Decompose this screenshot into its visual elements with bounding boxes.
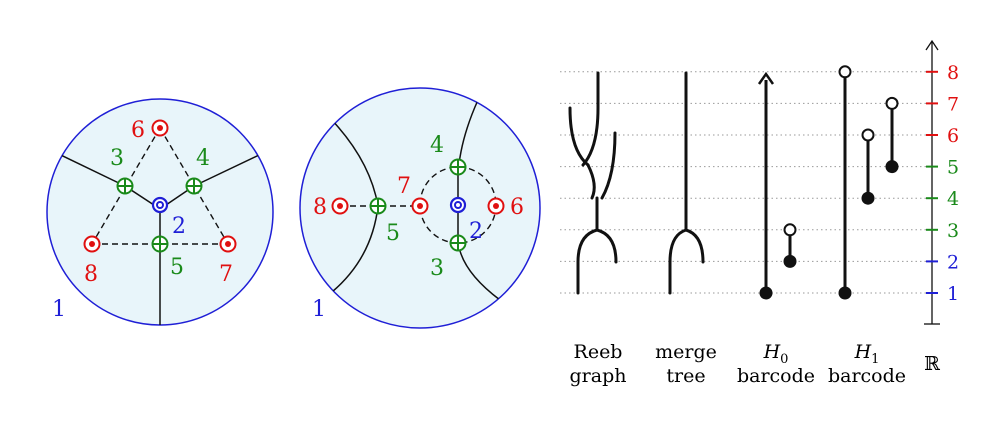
bullseye-icon <box>151 119 169 137</box>
disk-1-label-7: 7 <box>219 262 233 287</box>
axis-tick-label-7: 7 <box>947 93 959 115</box>
bullseye-icon <box>219 235 237 253</box>
infinite-arrow-icon <box>757 71 775 85</box>
disk-2-label-3: 3 <box>430 256 444 281</box>
disk-1-boundary-label: 1 <box>52 297 66 322</box>
disk-2-label-8: 8 <box>313 195 327 220</box>
caption-h1: H1 <box>854 341 880 367</box>
axis-tick-label-3: 3 <box>947 220 959 242</box>
caption-h0-2: barcode <box>737 365 815 387</box>
circled-plus-icon <box>449 234 467 252</box>
caption-h0-sub: 0 <box>780 352 788 367</box>
disk-1-label-5: 5 <box>170 255 184 280</box>
circled-plus-icon <box>116 177 134 195</box>
caption-h0-var: H <box>763 341 781 363</box>
captions: Reeb graph merge tree H0 barcode H1 barc… <box>570 341 941 387</box>
disk-2-label-7: 7 <box>397 174 411 199</box>
axis-r: 1 2 3 4 5 6 7 8 <box>924 39 959 325</box>
bullseye-icon <box>487 197 505 215</box>
disk-1-label-4: 4 <box>196 146 210 171</box>
disk-1-triangle <box>91 127 229 245</box>
caption-axis: ℝ <box>924 353 940 375</box>
disk-2-label-5: 5 <box>386 221 400 246</box>
axis-arrow-icon <box>925 39 939 51</box>
double-circle-icon <box>151 196 169 214</box>
caption-h0: H0 <box>763 341 789 367</box>
disk-2-label-4: 4 <box>430 133 444 158</box>
bullseye-icon <box>331 197 349 215</box>
disk-1-label-6: 6 <box>131 118 145 143</box>
h1-bar-3-death <box>885 96 899 110</box>
circled-plus-icon <box>185 177 203 195</box>
circled-plus-icon <box>449 158 467 176</box>
disk-2-boundary-label: 1 <box>312 297 326 322</box>
h1-bar-1 <box>838 65 852 300</box>
bullseye-icon <box>411 197 429 215</box>
disk-2: 1 2 3 4 5 6 <box>299 87 541 329</box>
caption-merge-2: tree <box>666 365 705 387</box>
h0-bar-2-birth <box>783 254 797 268</box>
h1-bar-3 <box>885 96 899 174</box>
h1-bar-2 <box>861 128 875 205</box>
caption-reeb-2: graph <box>570 365 627 387</box>
reeb-graph <box>568 71 618 295</box>
circled-plus-icon <box>151 235 169 253</box>
axis-tick-label-8: 8 <box>947 62 959 84</box>
axis-tick-label-2: 2 <box>947 251 959 273</box>
axis-tick-label-1: 1 <box>947 283 959 305</box>
axis-tick-label-4: 4 <box>947 188 959 210</box>
double-circle-icon <box>449 196 467 214</box>
h1-bar-2-birth <box>861 191 875 205</box>
caption-merge-1: merge <box>655 341 717 363</box>
h1-bar-2-death <box>861 128 875 142</box>
merge-tree <box>668 71 705 295</box>
h0-bar-1 <box>757 71 775 300</box>
caption-h1-sub: 1 <box>871 352 879 367</box>
circled-plus-icon <box>369 197 387 215</box>
h1-bar-1-birth <box>838 286 852 300</box>
disk-1: 1 2 3 4 5 6 <box>46 98 274 326</box>
disk-1-label-8: 8 <box>84 262 98 287</box>
h0-bar-2 <box>783 223 797 268</box>
disk-1-label-2: 2 <box>172 214 186 239</box>
h0-bar-2-death <box>783 223 797 237</box>
h1-bar-1-death <box>838 65 852 79</box>
axis-tick-label-5: 5 <box>947 157 959 179</box>
disk-2-label-6: 6 <box>510 195 524 220</box>
disk-2-label-2: 2 <box>469 219 483 244</box>
caption-h1-2: barcode <box>828 365 906 387</box>
h0-bar-1-birth <box>759 286 773 300</box>
axis-tick-label-6: 6 <box>947 125 959 147</box>
caption-reeb-1: Reeb <box>574 341 623 363</box>
disk-1-label-3: 3 <box>110 146 124 171</box>
bullseye-icon <box>83 235 101 253</box>
barcodes <box>757 65 899 300</box>
h1-bar-3-birth <box>885 160 899 174</box>
caption-h1-var: H <box>854 341 872 363</box>
